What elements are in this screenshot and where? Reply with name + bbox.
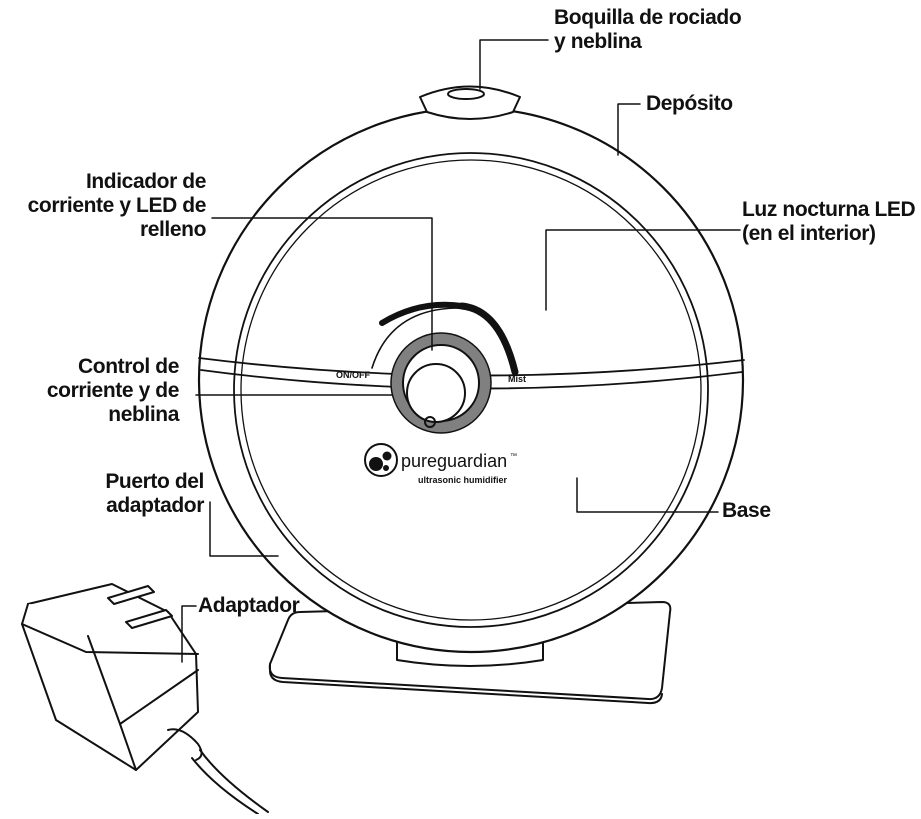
brand-name: pureguardian xyxy=(401,451,507,471)
spray-nozzle xyxy=(419,85,521,120)
label-base: Base xyxy=(722,499,771,523)
label-indicator: Indicador de corriente y LED de relleno xyxy=(27,170,207,242)
label-port-line1: Puerto del xyxy=(105,470,204,493)
brand-subtitle: ultrasonic humidifier xyxy=(418,475,508,485)
mist-dial-track xyxy=(371,301,519,376)
label-adapter-line1: Adaptador xyxy=(198,594,300,617)
label-control-line3: neblina xyxy=(108,403,179,426)
label-nightlight: Luz nocturna LED (en el interior) xyxy=(742,198,916,246)
on-off-mark: ON/OFF xyxy=(336,370,370,380)
label-tank: Depósito xyxy=(646,92,733,116)
label-control-line2: corriente y de xyxy=(46,379,180,402)
label-port-line2: adaptador xyxy=(106,494,204,517)
label-nightlight-line2: (en el interior) xyxy=(742,222,876,245)
mist-mark: Mist xyxy=(508,374,526,384)
label-tank-line1: Depósito xyxy=(646,92,733,115)
label-control-line1: Control de xyxy=(78,355,179,378)
label-port: Puerto del adaptador xyxy=(105,470,204,518)
label-indicator-line3: relleno xyxy=(139,218,206,241)
brand-logo-mark xyxy=(364,443,398,477)
power-adapter xyxy=(21,583,269,815)
label-indicator-line2: corriente y LED de xyxy=(27,194,207,217)
label-nozzle: Boquilla de rociado y neblina xyxy=(554,6,742,54)
brand-trademark: ™ xyxy=(510,453,517,460)
label-base-line1: Base xyxy=(722,499,771,522)
power-mist-knob xyxy=(390,332,492,434)
label-indicator-line1: Indicador de xyxy=(85,170,206,193)
label-control: Control de corriente y de neblina xyxy=(46,355,180,427)
label-nightlight-line1: Luz nocturna LED xyxy=(742,198,916,221)
label-nozzle-line1: Boquilla de rociado xyxy=(554,6,742,29)
label-adapter: Adaptador xyxy=(198,594,300,618)
leader-lines xyxy=(181,39,741,663)
label-nozzle-line2: y neblina xyxy=(554,30,642,53)
